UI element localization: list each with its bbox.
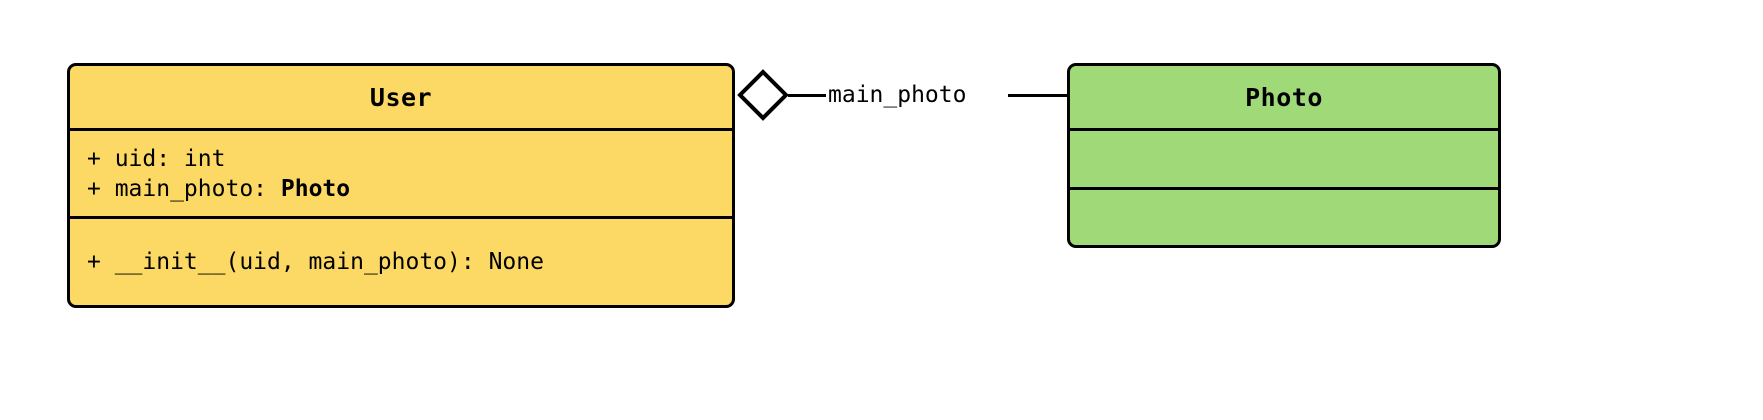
diamond-icon xyxy=(737,69,789,121)
association-label: main_photo xyxy=(826,80,969,110)
association-line-left xyxy=(788,94,828,97)
method-row: + __init__(uid, main_photo): None xyxy=(87,249,544,275)
class-methods-user: + __init__(uid, main_photo): None xyxy=(70,216,732,305)
class-title-photo: Photo xyxy=(1245,82,1323,112)
class-methods-photo xyxy=(1070,187,1498,245)
class-attributes-photo xyxy=(1070,128,1498,187)
class-box-photo[interactable]: Photo xyxy=(1067,63,1501,248)
association-line-right xyxy=(1008,94,1068,97)
attribute-prefix: + main_photo: xyxy=(87,175,281,202)
class-box-user[interactable]: User + uid: int + main_photo: Photo + __… xyxy=(67,63,735,308)
attribute-row: + main_photo: Photo xyxy=(70,174,732,204)
aggregation-diamond-icon xyxy=(737,69,789,121)
attribute-row: + uid: int xyxy=(87,145,226,172)
attribute-type-ref: Photo xyxy=(280,175,351,202)
class-title-user: User xyxy=(369,82,433,112)
class-attributes-user: + uid: int + main_photo: Photo xyxy=(70,128,732,216)
